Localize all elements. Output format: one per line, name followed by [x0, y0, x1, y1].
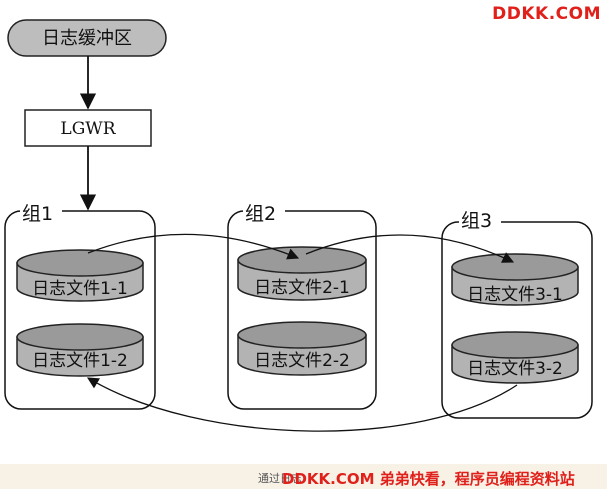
group-2-label: 组2: [245, 203, 276, 225]
group-1-box: [4, 210, 156, 410]
watermark-bottom: DDKK.COM 弟弟快看，程序员编程资料站: [282, 470, 575, 488]
arrow-file2-1-to-file3-1: [305, 234, 515, 263]
arrow-file1-1-to-file2-1: [87, 233, 300, 260]
disk-file-1-1-label: 日志文件1-1: [32, 279, 128, 299]
lgwr-node: [24, 109, 152, 147]
disk-file-1-1: 日志文件1-1: [16, 249, 144, 302]
group-2-box: [227, 210, 377, 410]
disk-file-3-1-label: 日志文件3-1: [467, 285, 563, 305]
disk-file-3-2: 日志文件3-2: [451, 331, 579, 384]
disk-file-3-2-label: 日志文件3-2: [467, 359, 563, 379]
disk-file-2-2-label: 日志文件2-2: [254, 351, 350, 371]
disk-file-1-2: 日志文件1-2: [16, 323, 144, 377]
group-3-box: [441, 221, 593, 419]
disk-file-2-1: 日志文件2-1: [237, 246, 367, 301]
footer-band: [0, 464, 607, 489]
log-buffer-node: [7, 19, 167, 57]
group-1-label: 组1: [22, 203, 53, 225]
group-3-label: 组3: [461, 210, 492, 232]
disk-file-3-1: 日志文件3-1: [451, 253, 579, 306]
log-buffer-label: 日志缓冲区: [42, 28, 132, 49]
arrow-file3-2-to-file1-2: [86, 377, 518, 432]
lgwr-label: LGWR: [60, 119, 116, 139]
figure-caption: 通过日志: [258, 472, 302, 485]
disk-file-2-1-label: 日志文件2-1: [254, 278, 350, 298]
disk-file-1-2-label: 日志文件1-2: [32, 351, 128, 371]
disk-file-2-2: 日志文件2-2: [237, 321, 367, 376]
watermark-top: DDKK.COM: [492, 4, 601, 24]
